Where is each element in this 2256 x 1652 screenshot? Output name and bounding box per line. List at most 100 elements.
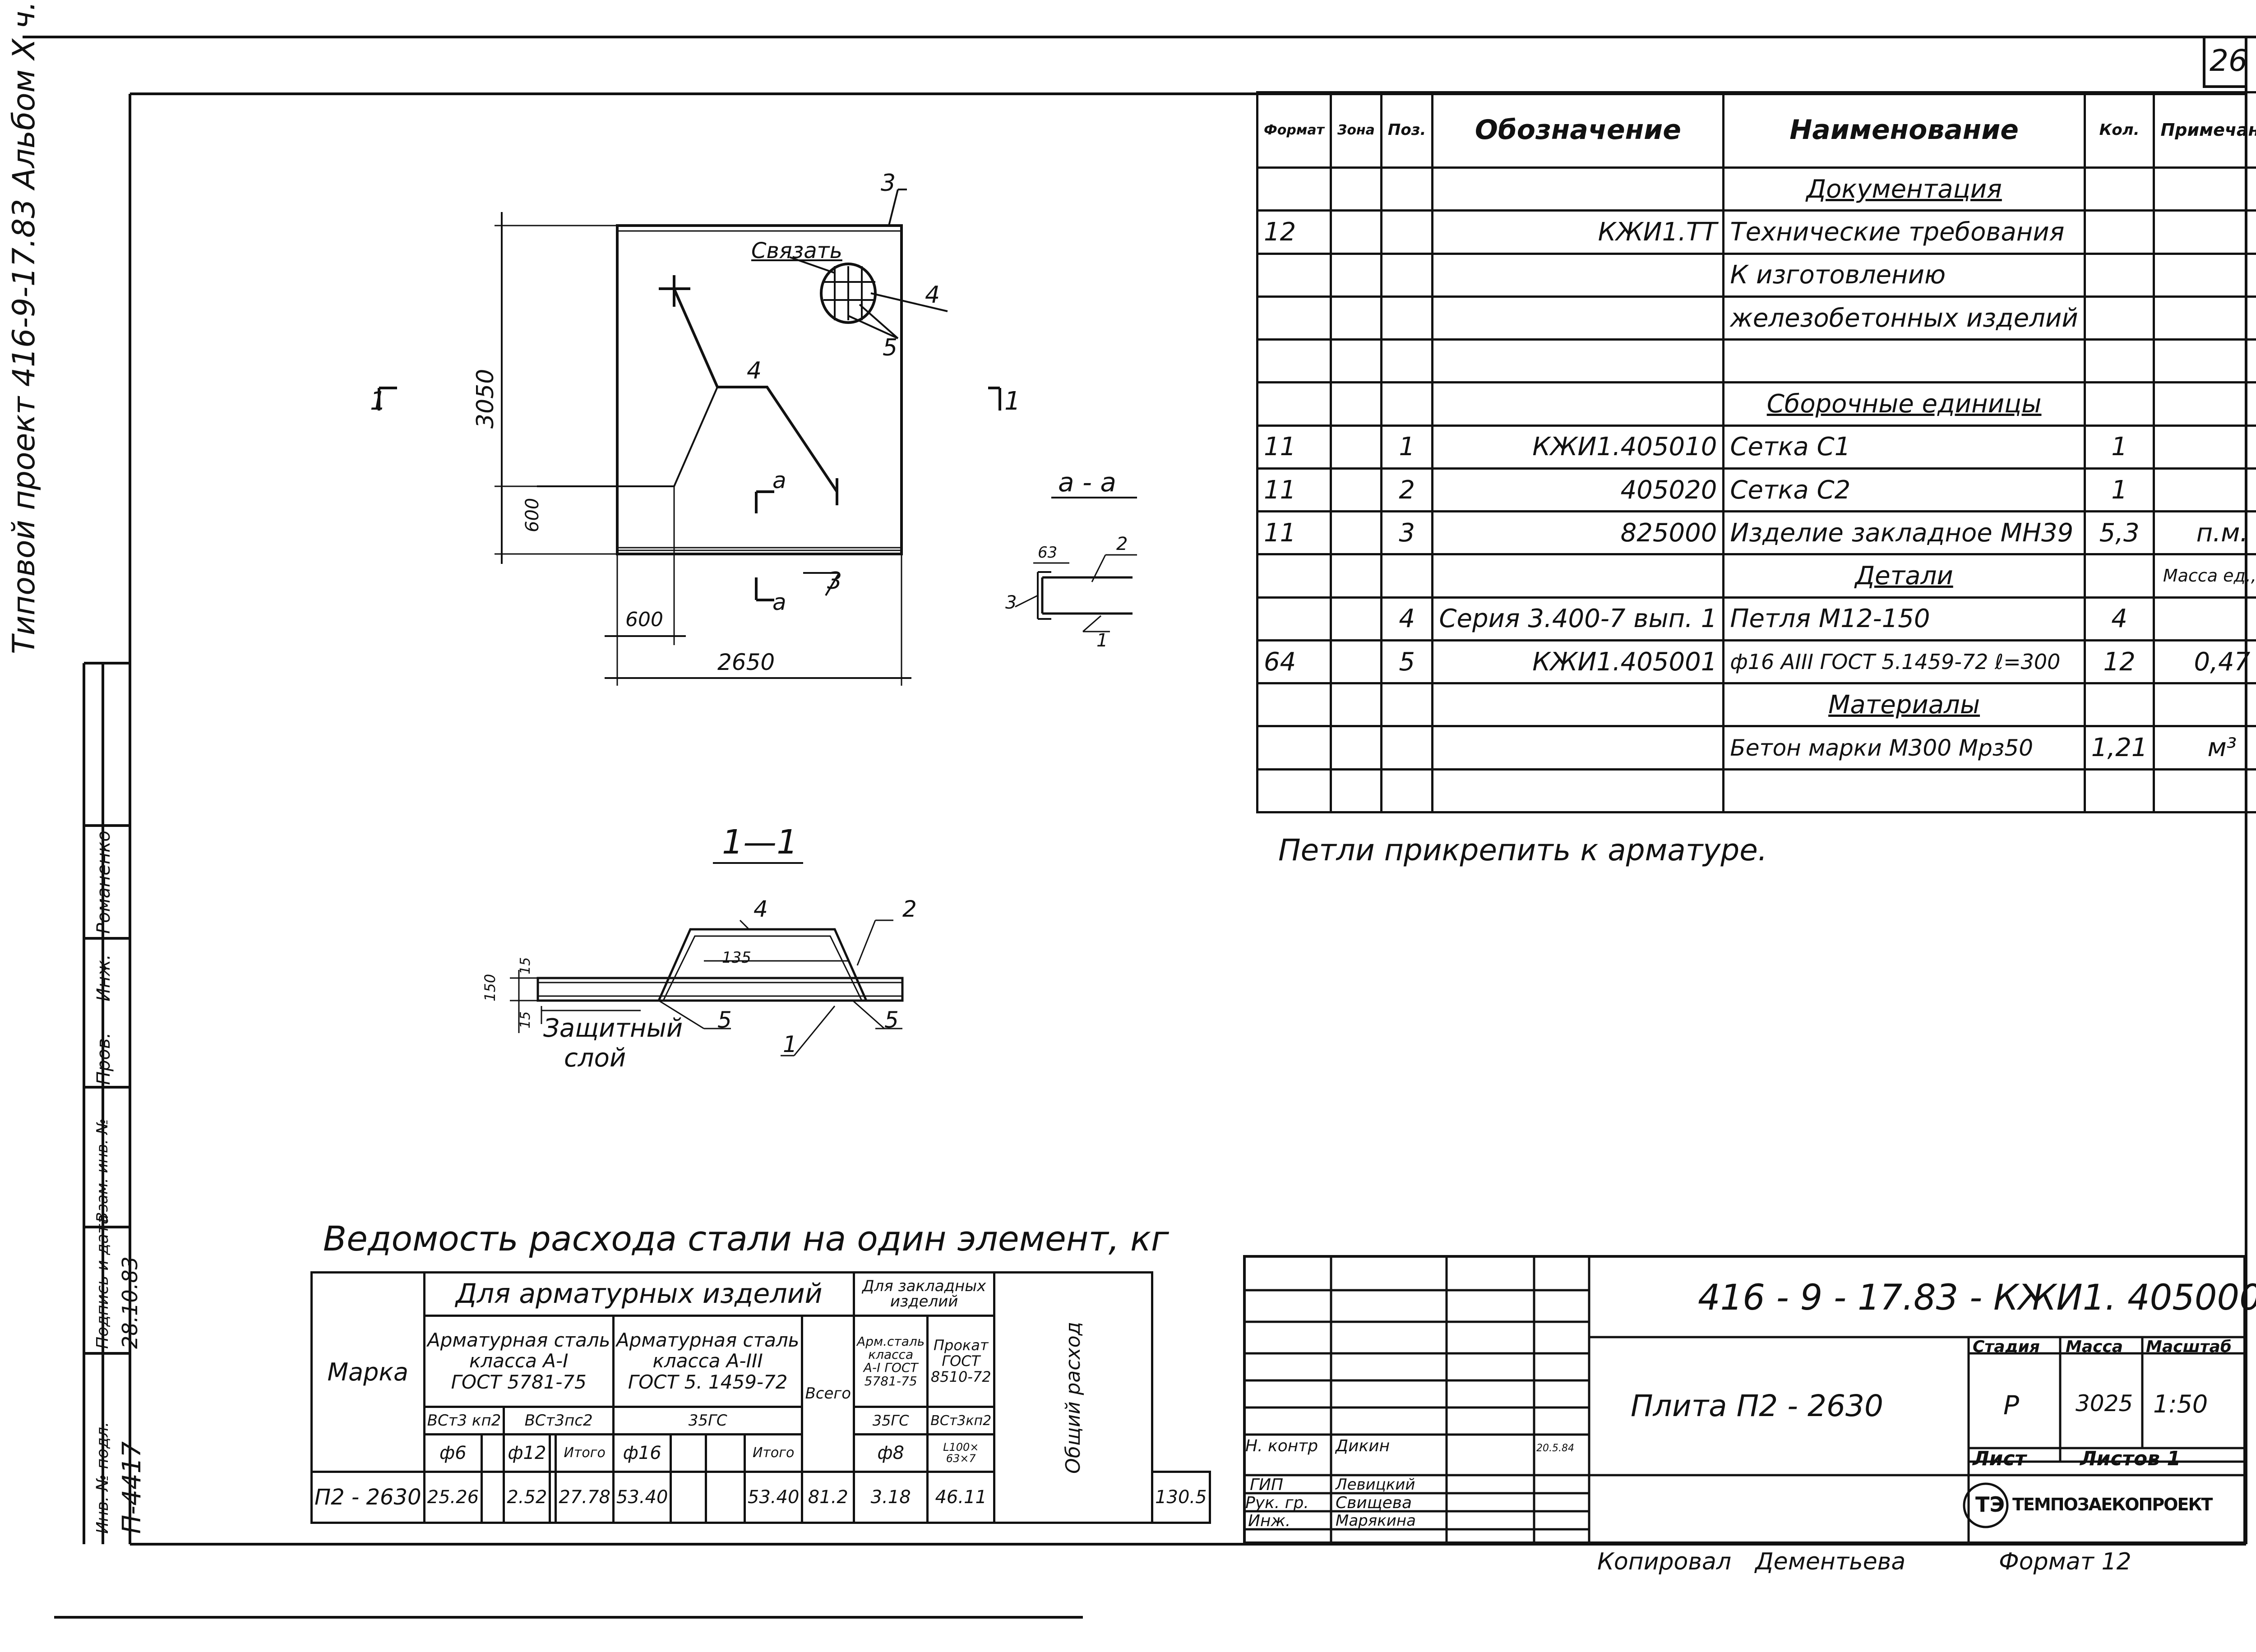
spec-cell-format [1256, 768, 1332, 814]
role-gip: ГИП [1250, 1476, 1284, 1494]
section-aa-pos-2: 2 [1116, 534, 1128, 554]
spec-cell-designation: Серия 3.400-7 вып. 1 [1431, 596, 1725, 641]
spec-row: железобетонных изделий [1256, 295, 2256, 341]
section-mark-right: 1 [1004, 387, 1021, 416]
spec-cell-note [2153, 295, 2256, 341]
spec-cell-format: 11 [1256, 467, 1332, 513]
spec-cell-qty [2083, 252, 2155, 298]
steel-arm-class-3: А-I ГОСТ [863, 1360, 918, 1375]
drawing-name: Плита П2 - 2630 [1631, 1389, 1883, 1423]
section-11-pos-2: 2 [902, 896, 917, 922]
steel-row-empty [481, 1470, 505, 1524]
spec-cell-qty: 1 [2083, 467, 2155, 513]
steel-grade-35gs: 35ГС [612, 1406, 804, 1436]
spec-cell-note [2153, 166, 2256, 212]
steel-arm-class-2: класса [868, 1347, 914, 1362]
spec-cell-format [1256, 682, 1332, 728]
spec-cell-designation: 825000 [1431, 510, 1725, 556]
spec-cell-pos [1380, 252, 1434, 298]
installation-note: Петли прикрепить к арматуре. [1278, 833, 1767, 868]
steel-col-ugol: L100× 63×7 [926, 1433, 996, 1473]
drawing-code: 416 - 9 - 17.83 - КЖИ1. 405000 [1698, 1278, 2256, 1318]
steel-col-f16: ф16 [612, 1433, 672, 1473]
sheets-count: Листов 1 [2080, 1447, 2181, 1470]
steel-header-prokat: Прокат ГОСТ 8510-72 [926, 1314, 996, 1408]
spec-header-row: Формат Зона Поз. Обозначение Наименовани… [1256, 91, 2256, 169]
spec-cell-pos [1380, 725, 1434, 771]
spec-cell-format [1256, 338, 1332, 384]
spec-cell-pos: 4 [1380, 596, 1434, 641]
spec-row: Материалы [1256, 682, 2256, 728]
steel-row-itogo: 27.78 [555, 1470, 615, 1524]
section-11-pos-5-right: 5 [884, 1007, 899, 1033]
spec-section-title: Сборочные единицы [1722, 381, 2086, 427]
spec-cell-format: 64 [1256, 639, 1332, 685]
spec-cell-qty [2083, 682, 2155, 728]
spec-cell-format [1256, 166, 1332, 212]
plan-pos-5: 5 [883, 334, 898, 361]
title-block [1243, 1255, 2246, 1544]
steel-grade-vst3ps2: ВСт3пс2 [503, 1406, 615, 1436]
steel-data-row: П2 - 2630 25.26 2.52 27.78 53.40 53.40 8… [310, 1470, 1211, 1524]
spec-row: Документация [1256, 166, 2256, 212]
mass-value: 3025 [2076, 1390, 2133, 1417]
spec-cell-qty [2083, 338, 2155, 384]
steel-col-blank [670, 1433, 707, 1473]
spec-cell-name: Сетка С1 [1722, 424, 2086, 470]
section-aa-pos-1: 1 [1096, 630, 1108, 651]
spec-cell-designation: КЖИ1.405010 [1431, 424, 1725, 470]
spec-cell-note [2153, 252, 2256, 298]
spec-cell-qty: 4 [2083, 596, 2155, 641]
spec-cell-format: 12 [1256, 209, 1332, 255]
steel-col-blank [705, 1433, 746, 1473]
spec-cell-designation: 405020 [1431, 467, 1725, 513]
dim-width: 2650 [717, 649, 775, 675]
steel-header-vsego: Всего [801, 1314, 855, 1473]
spec-cell-designation [1431, 682, 1725, 728]
spec-cell-zone [1330, 553, 1382, 599]
role-n-kontr: Н. контр [1245, 1437, 1318, 1455]
name-gip: Левицкий [1336, 1476, 1415, 1494]
spec-header-name: Наименование [1722, 91, 2086, 169]
steel-aiii-line3: ГОСТ 5. 1459-72 [628, 1371, 788, 1393]
spec-cell-name: Технические требования [1722, 209, 2086, 255]
spec-cell-name: железобетонных изделий [1722, 295, 2086, 341]
steel-ai-line1: Арматурная сталь [427, 1329, 610, 1352]
steel-col-f6: ф6 [423, 1433, 483, 1473]
copied-by-name: Дементьева [1755, 1548, 1906, 1575]
scale-value: 1:50 [2153, 1390, 2208, 1418]
spec-cell-qty [2083, 768, 2155, 814]
spec-cell-qty [2083, 295, 2155, 341]
plan-pos-4-right: 4 [925, 281, 940, 309]
plan-pos-3-top: 3 [881, 170, 896, 197]
spec-cell-designation [1431, 381, 1725, 427]
spec-cell-pos [1380, 295, 1434, 341]
steel-row-f6: 25.26 [423, 1470, 483, 1524]
stage-value: Р [2003, 1390, 2019, 1421]
section-11-pos-4: 4 [754, 896, 768, 922]
spec-header-designation: Обозначение [1431, 91, 1725, 169]
steel-row-empty [549, 1470, 557, 1524]
section-11-title: 1—1 [722, 823, 798, 862]
spec-cell-format [1256, 596, 1332, 641]
spec-cell-zone [1330, 768, 1382, 814]
spec-cell-note [2153, 467, 2256, 513]
steel-prokat-1: Прокат [933, 1336, 989, 1354]
spec-cell-zone [1330, 252, 1382, 298]
cut-a-bottom: а [772, 589, 786, 615]
spec-cell-qty [2083, 381, 2155, 427]
scale-header: Масштаб [2146, 1338, 2232, 1356]
steel-header-marka: Марка [310, 1271, 425, 1473]
spec-header-pos: Поз. [1380, 91, 1434, 169]
spec-header-qty: Кол. [2083, 91, 2155, 169]
steel-aiii-line1: Арматурная сталь [616, 1329, 800, 1352]
spec-cell-qty [2083, 209, 2155, 255]
spec-cell-note [2153, 682, 2256, 728]
spec-cell-qty: 1 [2083, 424, 2155, 470]
section-11-note-2: слой [564, 1043, 626, 1073]
